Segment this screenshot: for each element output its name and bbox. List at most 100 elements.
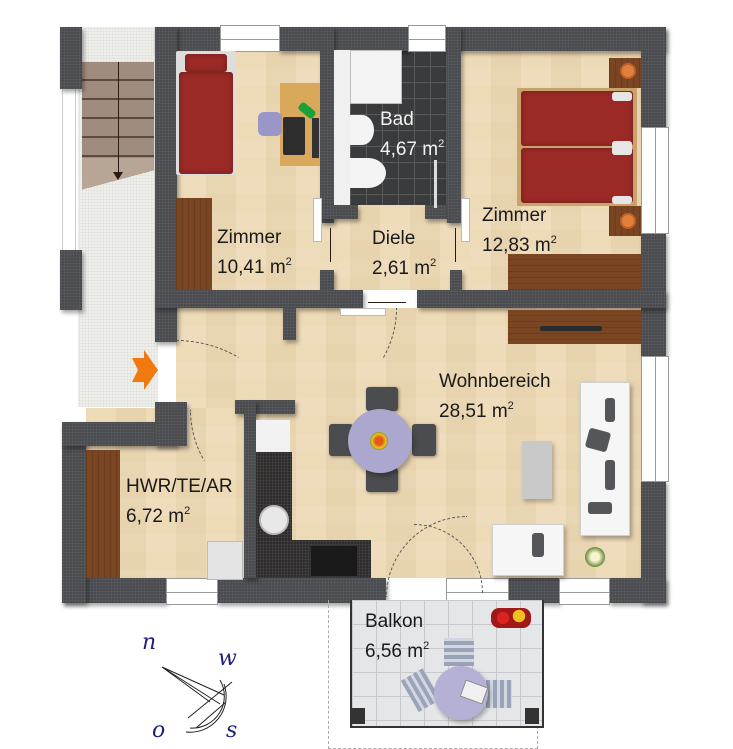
toilet-icon: [350, 158, 386, 188]
compass-north: n: [142, 630, 157, 655]
room-name: Zimmer: [217, 227, 282, 248]
double-bed-right: [521, 148, 633, 203]
room-area-unit: 2: [423, 640, 430, 652]
pillow-2: [612, 141, 632, 155]
plant-icon: [585, 547, 605, 567]
stair-arrowhead-icon: [113, 172, 123, 180]
room-area-unit: 2: [438, 138, 445, 150]
floor-diele: [320, 205, 470, 290]
window-wohnbereich: [641, 356, 669, 482]
room-name: Bad: [380, 109, 414, 130]
room-area: 6,72 m: [126, 506, 185, 527]
monitor-icon: [312, 118, 319, 158]
wall-zimmer-bad: [320, 27, 334, 223]
lamp-bottom-icon: [620, 213, 636, 229]
balkon-post-right: [525, 708, 539, 724]
room-area: 12,83 m: [482, 235, 551, 256]
wall-outer-bottom-right: [608, 578, 666, 603]
wall-diele-stub-right: [450, 270, 462, 292]
wall-stair-left-bottom: [60, 250, 82, 310]
compass-rose-icon: [161, 666, 233, 733]
room-area-unit: 2: [550, 234, 557, 246]
flower-box-icon: [491, 608, 531, 628]
entrance-arrow-icon: [130, 350, 158, 390]
room-name: Diele: [372, 228, 416, 249]
bath-counter: [334, 50, 350, 205]
room-label-wohnbereich: Wohnbereich 28,51 m2: [439, 370, 551, 424]
wall-hwr-kitchen: [244, 400, 256, 578]
room-label-zimmer-large: Zimmer 12,83 m2: [482, 204, 557, 258]
balkon-chair-top: [444, 638, 474, 666]
room-area-unit: 2: [507, 400, 514, 412]
single-bed-pillow: [185, 54, 227, 72]
door-zimmer-small[interactable]: [313, 198, 322, 242]
door-zimmer-large-arrow: [455, 228, 456, 262]
room-name: Balkon: [365, 611, 424, 632]
wall-stair-zimmer: [155, 27, 177, 342]
flower-vase-icon: [370, 432, 388, 450]
compass-west: w: [218, 646, 237, 671]
room-name: Zimmer: [482, 205, 547, 226]
room-label-hwr: HWR/TE/AR 6,72 m2: [126, 475, 233, 529]
window-bad: [408, 25, 446, 52]
room-name: Wohnbereich: [439, 371, 551, 392]
room-area-unit: 2: [285, 256, 292, 268]
wall-outer-bottom-mid: [216, 578, 386, 603]
wall-bad-zimmer: [447, 27, 461, 223]
tv-icon: [540, 326, 602, 331]
armchair-cushion: [532, 533, 544, 557]
compass-east: o: [152, 718, 166, 743]
cooktop-icon: [310, 545, 358, 577]
single-bed: [179, 72, 233, 174]
room-area: 28,51 m: [439, 401, 508, 422]
window-zimmer-large: [641, 127, 669, 234]
washing-machine: [207, 541, 243, 580]
lamp-top-icon: [620, 63, 636, 79]
room-name: HWR/TE/AR: [126, 476, 233, 497]
stair-direction-arrow: [118, 62, 119, 174]
laptop-icon: [283, 117, 305, 155]
armchair: [492, 524, 564, 576]
door-zimmer-large[interactable]: [461, 198, 470, 242]
wall-outer-top-mid: [278, 27, 408, 51]
coffee-table: [522, 441, 552, 499]
room-area: 4,67 m: [380, 139, 439, 160]
stair-railing: [62, 88, 76, 252]
shower-tray: [350, 50, 402, 104]
room-label-diele: Diele 2,61 m2: [372, 227, 436, 281]
sofa-cushion-3: [605, 460, 615, 490]
pillow-1: [612, 92, 632, 101]
room-label-zimmer-small: Zimmer 10,41 m2: [217, 226, 292, 280]
wardrobe-zimmer-large: [508, 254, 641, 290]
compass-south: s: [226, 718, 238, 743]
sofa-cushion-4: [588, 502, 612, 514]
door-bad[interactable]: [434, 160, 437, 208]
wardrobe-zimmer-small: [176, 198, 212, 290]
cabinet-hwr: [86, 450, 120, 578]
wall-outer-left-hwr: [62, 422, 86, 603]
office-chair-icon: [258, 112, 282, 136]
wall-entry-stub: [283, 308, 296, 340]
fridge: [256, 420, 290, 452]
wall-outer-top-right: [444, 27, 666, 51]
room-area: 10,41 m: [217, 257, 286, 278]
wall-mid-right: [417, 290, 666, 308]
compass: n w o s: [128, 630, 258, 745]
balkon-chair-right: [486, 680, 512, 708]
room-area: 6,56 m: [365, 641, 424, 662]
room-label-balkon: Balkon 6,56 m2: [365, 610, 429, 664]
room-area-unit: 2: [184, 505, 191, 517]
sink-icon: [259, 505, 289, 535]
wall-stair-left-top: [60, 27, 82, 89]
door-zimmer-small-arrow: [330, 228, 331, 262]
pillow-3: [612, 196, 632, 204]
room-label-bad: Bad 4,67 m2: [380, 108, 444, 162]
sofa-cushion-1: [605, 398, 615, 422]
wall-mid-left: [155, 290, 363, 308]
sliding-door-arrow: [368, 302, 406, 303]
wall-outer-bottom-mid2: [507, 578, 559, 603]
room-area: 2,61 m: [372, 258, 431, 279]
dining-chair-right: [412, 424, 436, 456]
window-zimmer-small: [220, 25, 280, 52]
window-wohn-bottom-right: [559, 578, 610, 605]
